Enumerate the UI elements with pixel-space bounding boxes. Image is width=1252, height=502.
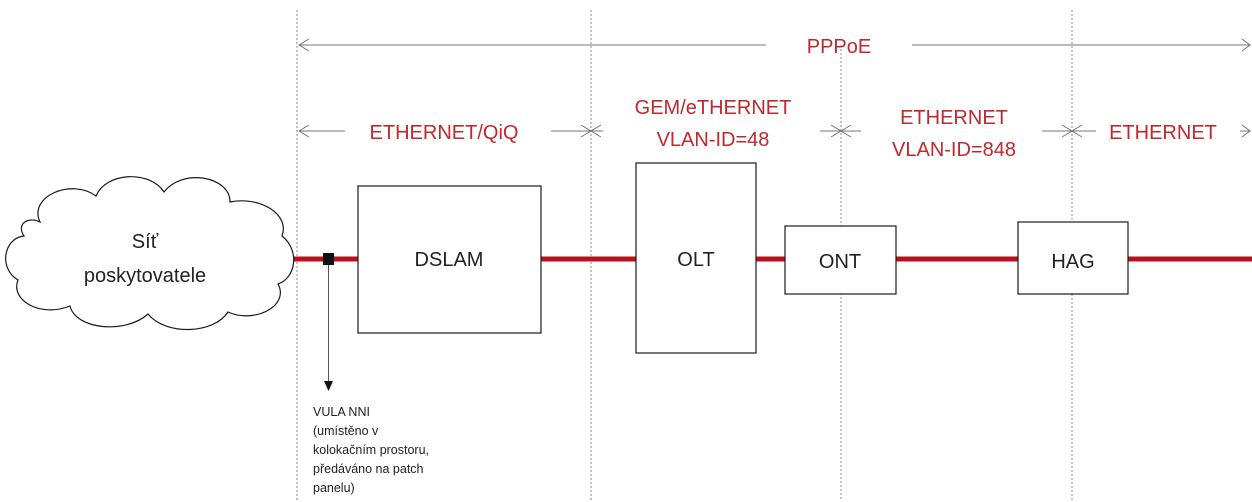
cloud-label-line1: Síť — [132, 231, 159, 253]
dslam-label: DSLAM — [415, 249, 484, 271]
note-line-5: panelu) — [313, 481, 355, 495]
olt-label: OLT — [677, 249, 714, 271]
olt-box — [635, 162, 757, 354]
ont-label: ONT — [819, 251, 861, 273]
gem-ethernet-label: GEM/eTHERNET — [635, 97, 792, 119]
hag-label: HAG — [1051, 251, 1094, 273]
ethernet-qiq-label: ETHERNET/QiQ — [370, 122, 519, 144]
provider-cloud — [5, 176, 295, 331]
note-line-3: kolokačním prostoru, — [313, 443, 429, 457]
ethernet-vlan-label: ETHERNET — [900, 107, 1008, 129]
hag-box — [1017, 221, 1129, 295]
segment-arrows — [298, 124, 1251, 138]
gem-vlan-label: VLAN-ID=48 — [657, 129, 770, 151]
dslam-box — [357, 185, 542, 334]
note-line-2: (umístěno v — [313, 424, 379, 438]
ethernet-label: ETHERNET — [1109, 122, 1217, 144]
pppoe-label: PPPoE — [807, 36, 871, 58]
ont-box — [784, 225, 897, 295]
note-line-4: předáváno na patch — [313, 462, 424, 476]
note-line-1: VULA NNI — [313, 405, 370, 419]
vlan-848-label: VLAN-ID=848 — [892, 139, 1016, 161]
vula-nni-marker — [323, 253, 334, 265]
cloud-label-line2: poskytovatele — [84, 265, 206, 287]
vula-nni-arrowhead — [324, 381, 333, 391]
pppoe-arrow — [298, 38, 1251, 52]
